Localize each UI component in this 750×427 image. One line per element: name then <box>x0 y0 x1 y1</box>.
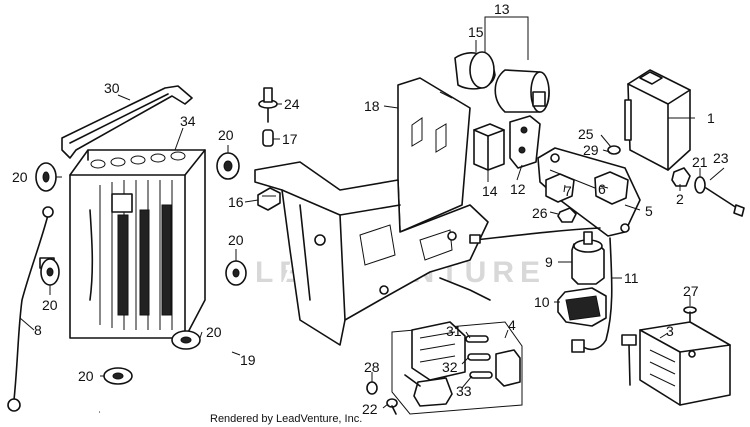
fuse-33-part[interactable] <box>469 371 493 379</box>
callout-18: 18 <box>364 98 380 114</box>
callout-12: 12 <box>510 181 526 197</box>
washer-28-part[interactable] <box>366 381 378 395</box>
callout-5: 5 <box>645 203 653 219</box>
fuse-32-part[interactable] <box>467 353 491 361</box>
callout-10: 10 <box>534 294 550 310</box>
callout-24: 24 <box>284 96 300 112</box>
wire-harness-11-part[interactable] <box>469 227 613 353</box>
callout-23: 23 <box>713 150 729 166</box>
callout-20e: 20 <box>206 324 222 340</box>
callout-2: 2 <box>676 191 684 207</box>
callout-28: 28 <box>364 359 380 375</box>
part-10[interactable] <box>557 287 607 327</box>
starter-relay-9-part[interactable] <box>571 231 605 285</box>
callout-1: 1 <box>707 110 715 126</box>
callout-32: 32 <box>442 359 458 375</box>
fuse-box-part[interactable] <box>391 321 523 415</box>
screw-24-part[interactable] <box>258 87 278 123</box>
callout-11: 11 <box>624 270 639 286</box>
drain-tube-part[interactable] <box>99 261 294 414</box>
relay-6-part[interactable] <box>594 171 629 205</box>
callout-9: 9 <box>545 254 553 270</box>
callout-4: 4 <box>508 317 516 333</box>
regulator-part[interactable] <box>624 69 691 171</box>
callout-31: 31 <box>446 323 462 339</box>
callout-16: 16 <box>228 194 244 210</box>
condenser-part[interactable] <box>454 51 550 113</box>
nut-2-part[interactable] <box>671 167 691 187</box>
callout-15: 15 <box>468 24 484 40</box>
bracket-12-part[interactable] <box>509 115 541 169</box>
callout-6: 6 <box>598 181 606 197</box>
relay-7-part[interactable] <box>545 173 575 203</box>
callout-13: 13 <box>494 1 510 17</box>
fuse-31-part[interactable] <box>465 335 489 343</box>
callout-27: 27 <box>683 283 699 299</box>
callout-20c: 20 <box>218 127 234 143</box>
screw-22-part[interactable] <box>386 398 398 415</box>
callout-26: 26 <box>532 205 548 221</box>
bolt-16-part[interactable] <box>257 187 281 211</box>
callout-3: 3 <box>666 323 674 339</box>
callout-20a: 20 <box>12 169 28 185</box>
bolt-27-part[interactable] <box>683 306 697 323</box>
callout-19: 19 <box>240 352 256 368</box>
washer-21-part[interactable] <box>694 176 706 194</box>
collar-17-part[interactable] <box>262 129 274 147</box>
callout-7: 7 <box>564 183 572 199</box>
battery-part[interactable] <box>69 149 206 339</box>
callout-17: 17 <box>282 131 298 147</box>
callout-33: 33 <box>456 383 472 399</box>
callout-29: 29 <box>583 142 599 158</box>
nut-25-part[interactable] <box>607 145 621 155</box>
callout-14: 14 <box>482 183 498 199</box>
credit-text: Rendered by LeadVenture, Inc. <box>210 413 362 425</box>
relay-14-part[interactable] <box>473 123 505 171</box>
callout-8: 8 <box>34 322 42 338</box>
battery-box-part[interactable] <box>254 77 491 346</box>
callout-20b: 20 <box>42 297 58 313</box>
callout-25: 25 <box>578 126 594 142</box>
leader-lines <box>19 16 725 409</box>
rectifier-part[interactable] <box>621 321 731 406</box>
callout-21: 21 <box>692 154 708 170</box>
battery-band-part[interactable] <box>61 85 193 159</box>
bolt-23-part[interactable] <box>705 187 745 217</box>
callout-30: 30 <box>104 80 120 96</box>
callout-20d: 20 <box>228 232 244 248</box>
callout-20f: 20 <box>78 368 94 384</box>
bolt-26-part[interactable] <box>557 207 577 223</box>
callout-22: 22 <box>362 401 378 417</box>
callout-34: 34 <box>180 113 196 129</box>
